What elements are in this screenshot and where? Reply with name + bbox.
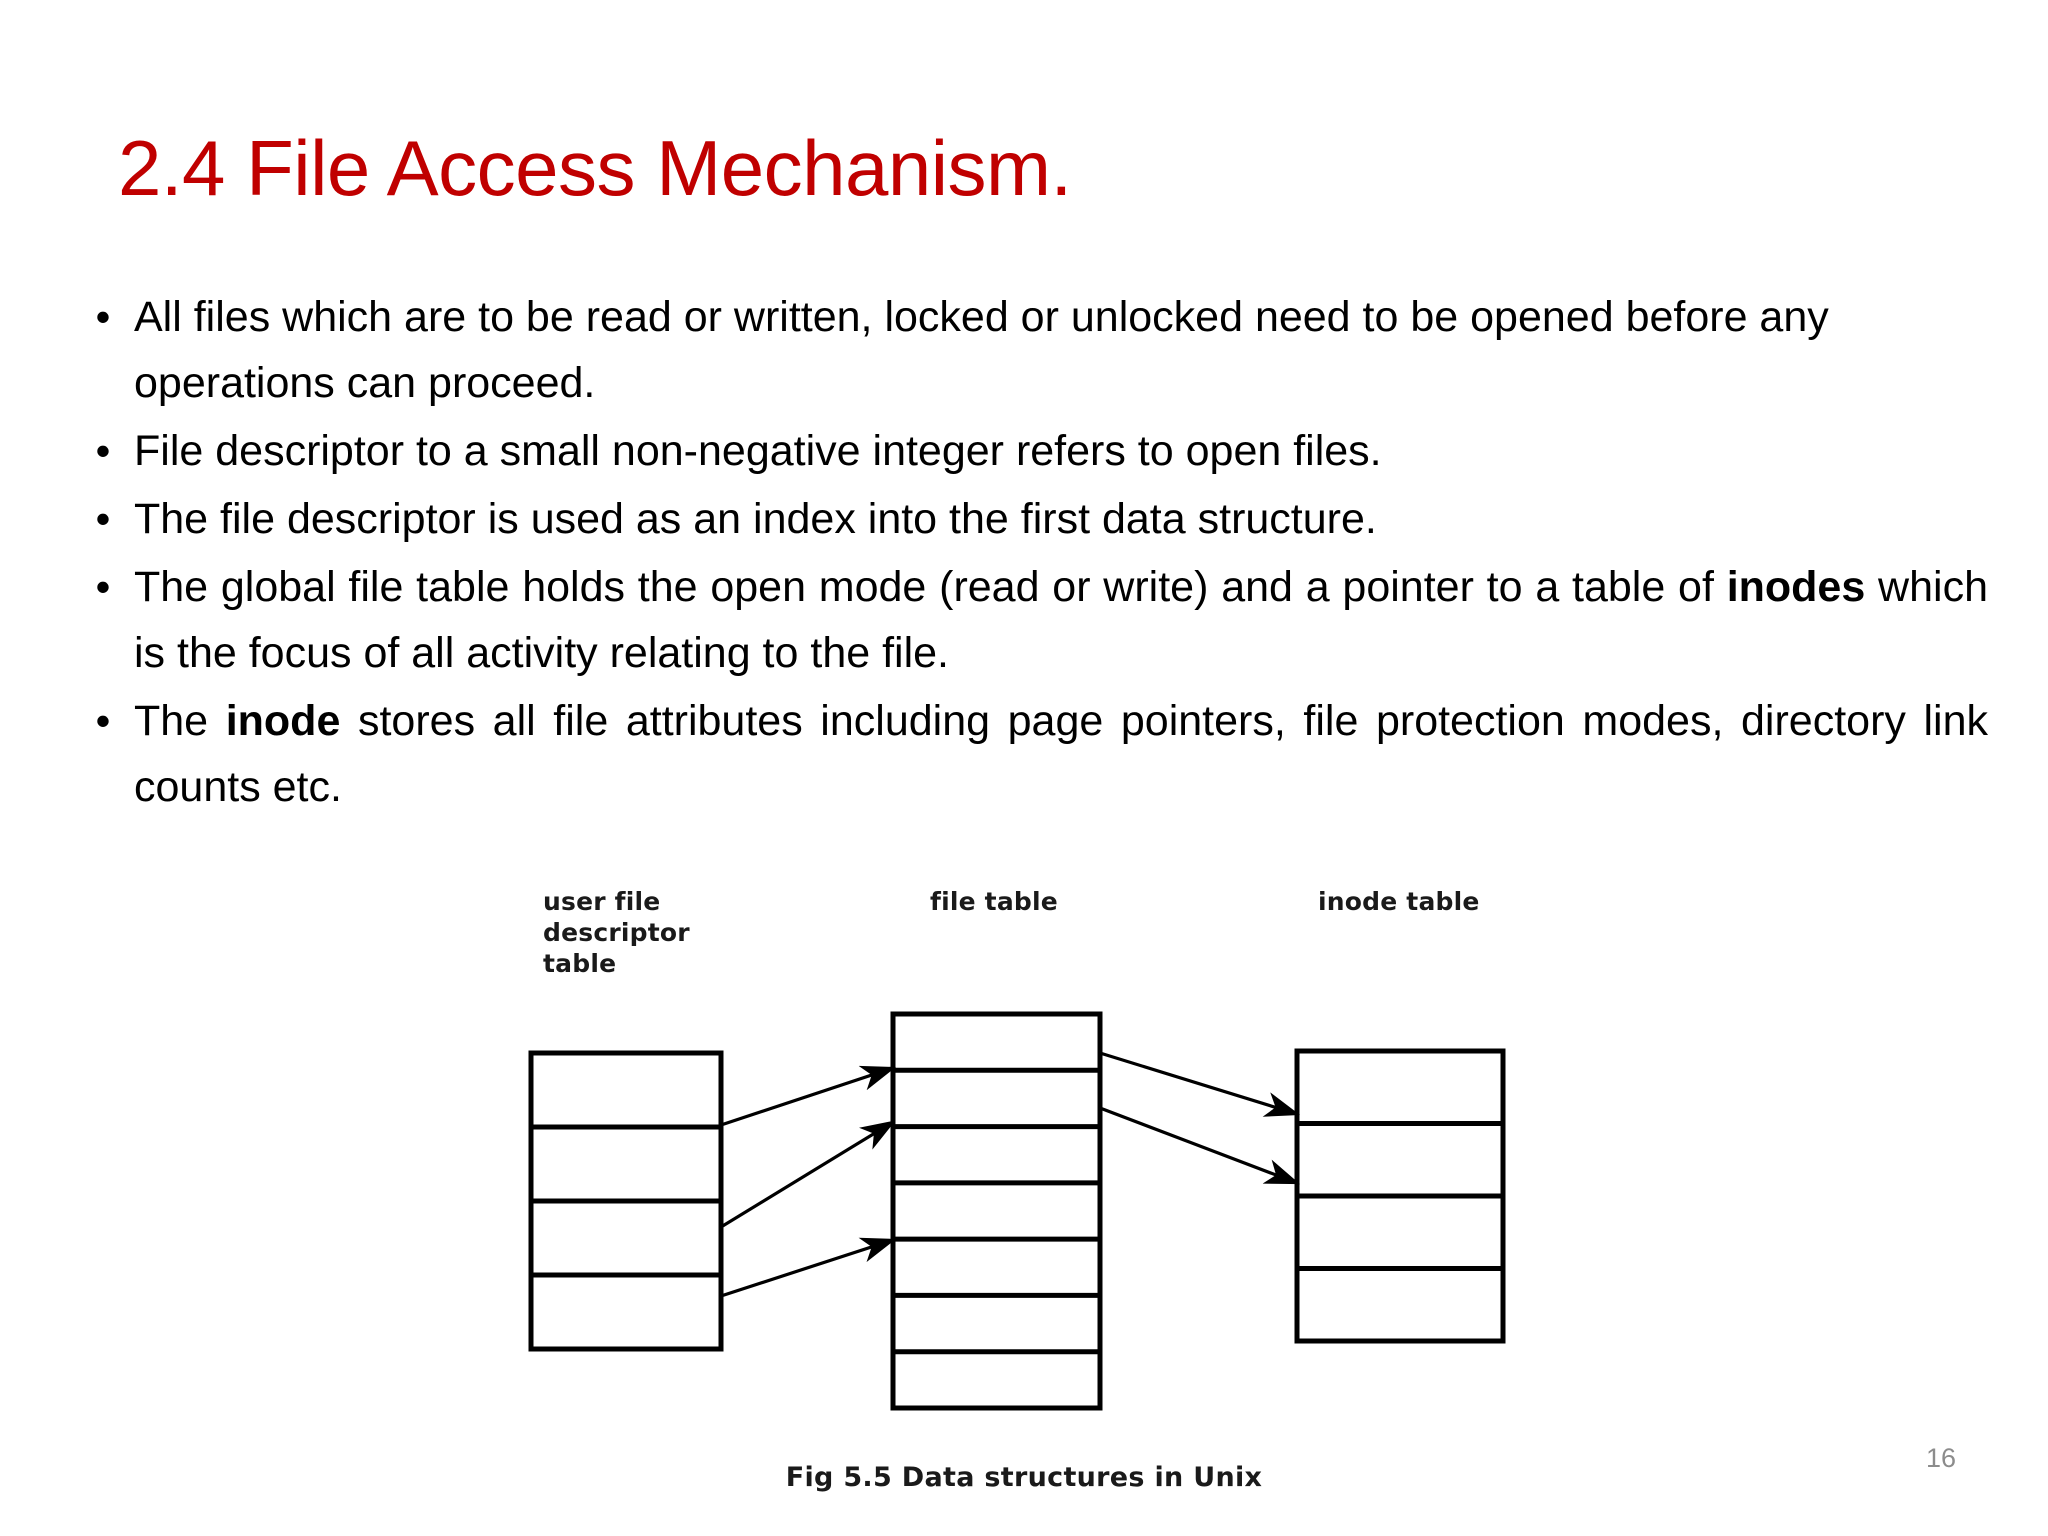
diagram-arrow	[720, 1237, 897, 1298]
diagram-arrow	[1099, 1051, 1301, 1117]
diagram-shapes	[528, 1011, 1506, 1411]
diagram-table-outline	[1294, 1048, 1506, 1344]
diagram-label-file-table: file table	[930, 887, 1058, 916]
page-number: 16	[1925, 1443, 1956, 1473]
bullet-marker-icon: •	[95, 697, 111, 744]
list-item: • All files which are to be read or writ…	[72, 284, 2000, 416]
bullet-marker-icon: •	[95, 563, 111, 610]
diagram-table-outline	[890, 1011, 1103, 1411]
diagram-table-outline	[528, 1050, 724, 1352]
bullet-text: File descriptor to a small non-negative …	[134, 427, 1382, 475]
bullet-text: The inode stores all file attributes inc…	[134, 697, 1989, 811]
bullet-marker-icon: •	[95, 495, 111, 542]
bullet-marker-icon: •	[95, 427, 111, 474]
list-item: • The inode stores all file attributes i…	[72, 688, 2000, 820]
bullet-text: The global file table holds the open mod…	[134, 563, 1988, 677]
list-item: • File descriptor to a small non-negativ…	[72, 418, 2000, 484]
diagram-arrow	[1099, 1106, 1300, 1185]
diagram-arrow	[720, 1065, 897, 1127]
page-title: 2.4 File Access Mechanism.	[118, 124, 1072, 212]
list-item: • The global file table holds the open m…	[72, 554, 2000, 686]
list-item: • The file descriptor is used as an inde…	[72, 486, 2000, 552]
diagram-label-inode-table: inode table	[1318, 887, 1480, 916]
bullet-text: All files which are to be read or writte…	[134, 293, 1829, 407]
figure-caption: Fig 5.5 Data structures in Unix	[785, 1462, 1263, 1493]
bullet-marker-icon: •	[95, 293, 111, 340]
bullet-list: • All files which are to be read or writ…	[72, 284, 2000, 822]
diagram-arrow	[720, 1120, 896, 1229]
bullet-text: The file descriptor is used as an index …	[134, 495, 1377, 543]
